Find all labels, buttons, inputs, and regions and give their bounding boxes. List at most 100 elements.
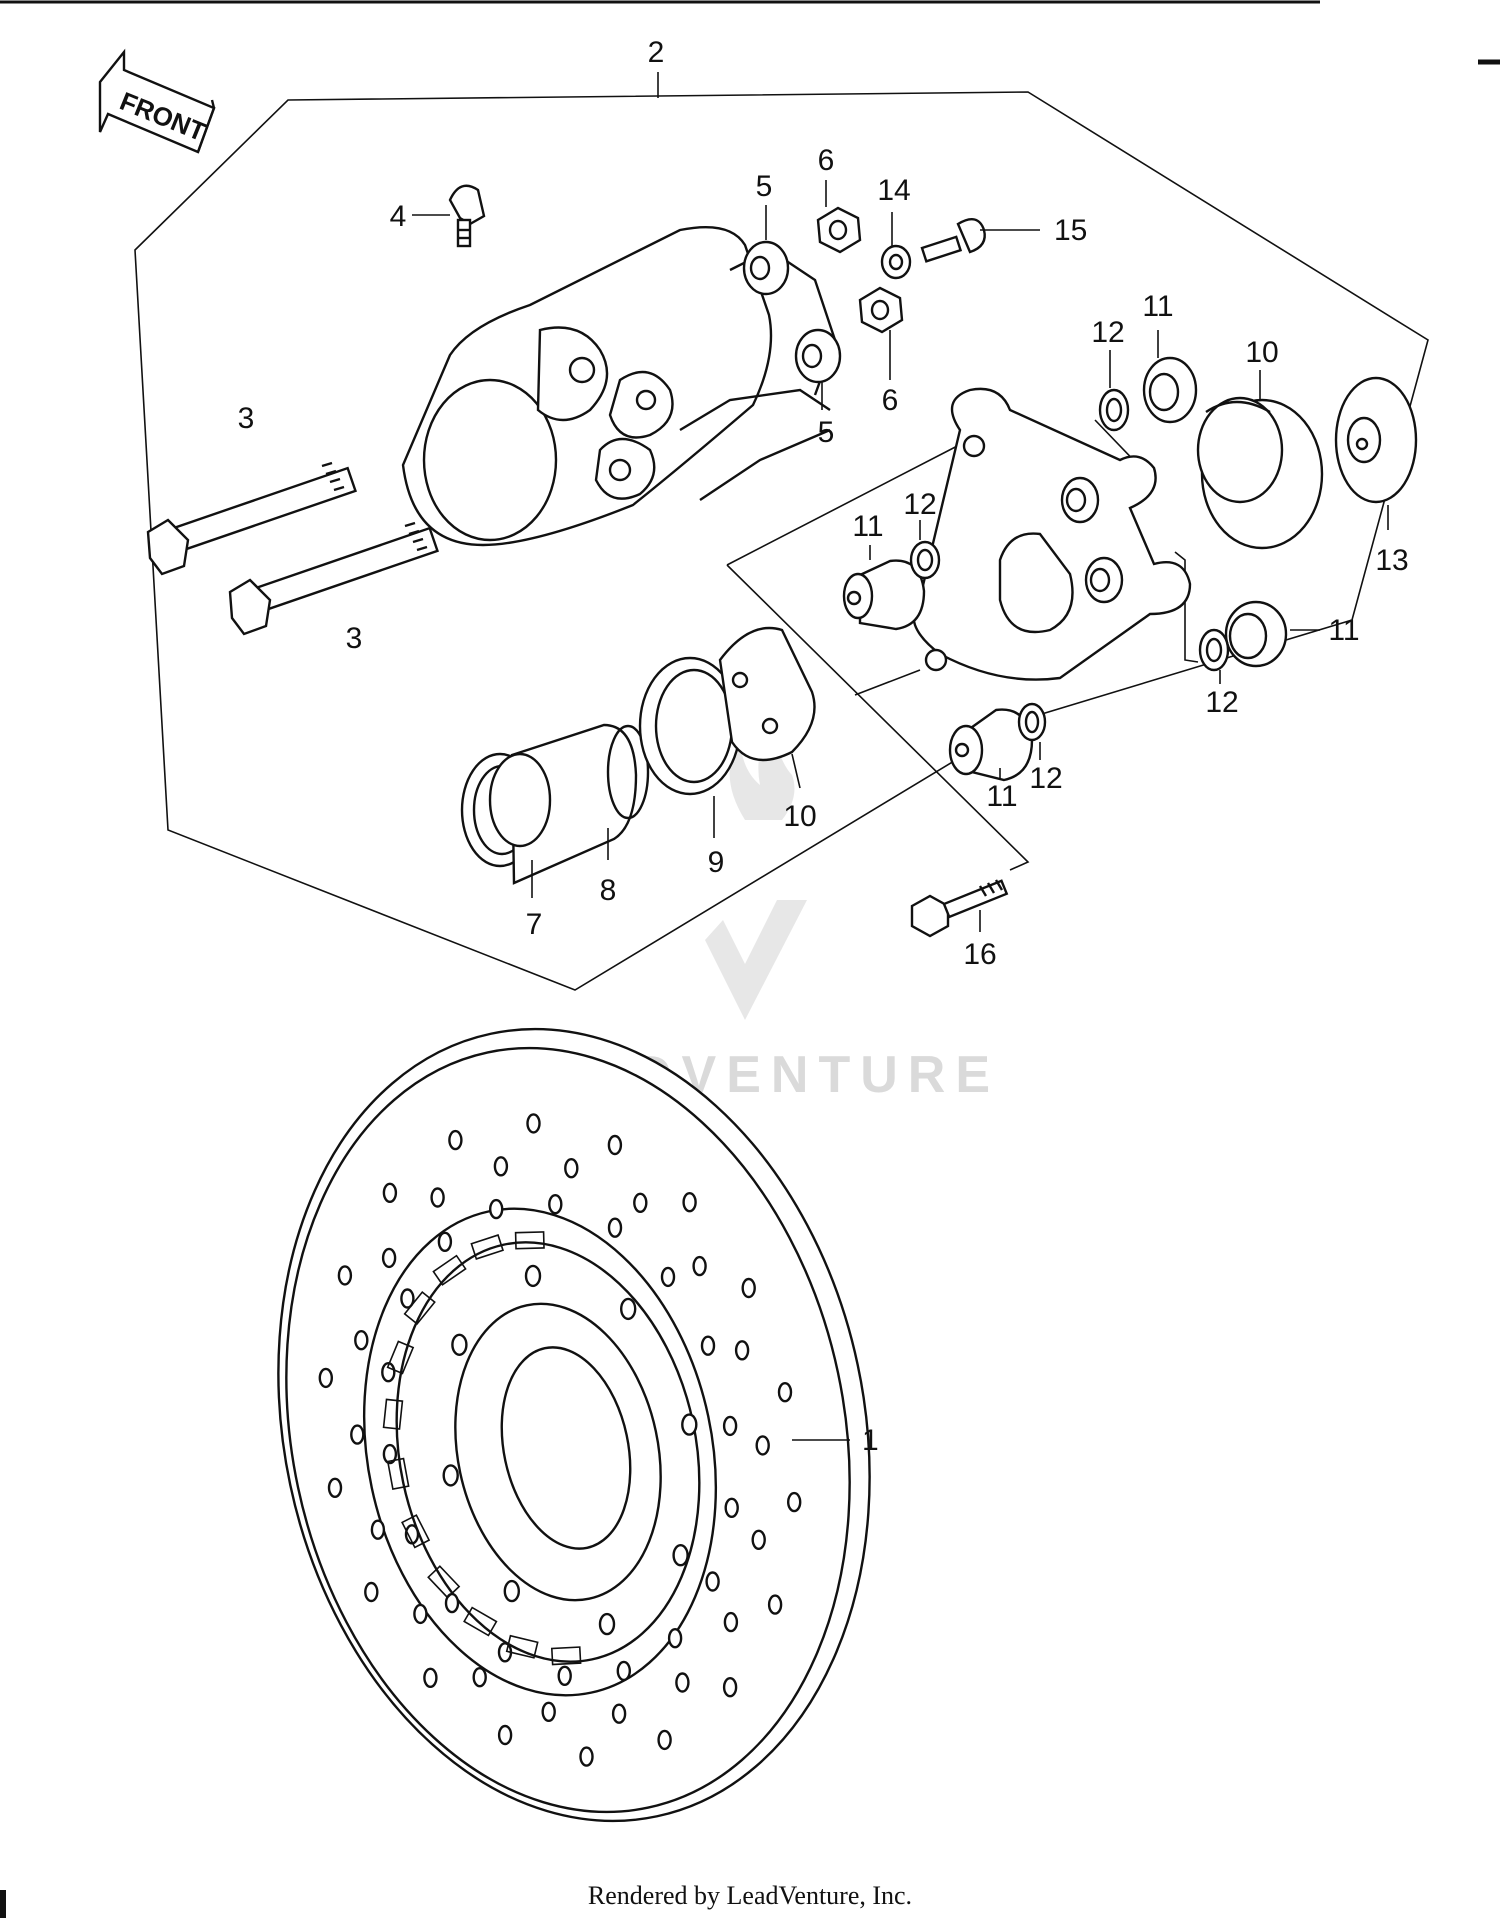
callout-10-upper: 10 (1245, 336, 1278, 369)
disc-drill-hole (382, 1182, 398, 1204)
disc-carrier-window (403, 1290, 436, 1326)
callout-12-bottom: 12 (1029, 762, 1062, 795)
brake-pad-10-right (1196, 396, 1324, 550)
nut-6-upper (816, 206, 862, 254)
disc-drill-hole (700, 1335, 716, 1356)
disc-drill-hole (741, 1277, 756, 1299)
callout-9: 9 (708, 846, 725, 879)
disc-drill-hole (318, 1367, 333, 1389)
disc-drill-hole (489, 1198, 504, 1220)
washer-12-top (1098, 388, 1130, 432)
disc-drill-hole (472, 1666, 487, 1688)
disc-bolt-hole (681, 1413, 698, 1436)
caliper-mounting-bolt-upper (146, 461, 357, 576)
disc-carrier-window (386, 1340, 415, 1375)
disc-drill-hole (692, 1255, 707, 1277)
disc-bolt-hole (503, 1579, 520, 1603)
callout-16: 16 (963, 938, 996, 971)
washer-12-bottom (1017, 702, 1047, 742)
bracket-group-line-5 (854, 669, 921, 696)
disc-bolt-hole (524, 1264, 542, 1288)
disc-bolt-hole (598, 1612, 616, 1636)
callout-11-top: 11 (1142, 290, 1173, 323)
callout-11-left: 11 (852, 510, 883, 543)
disc-bolt-hole (620, 1297, 637, 1321)
disc-drill-hole (350, 1424, 365, 1445)
callout-5-lower: 5 (818, 416, 835, 449)
disc-carrier-window (550, 1646, 582, 1666)
callout-6-upper: 6 (818, 144, 835, 177)
disc-drill-hole (705, 1571, 720, 1592)
disc-carrier-window (427, 1565, 461, 1599)
sleeve-11-right (1224, 600, 1288, 668)
disc-drill-hole (682, 1191, 697, 1213)
bracket-group-line-2 (726, 564, 1030, 871)
disc-drill-hole (437, 1231, 453, 1253)
callout-14: 14 (877, 174, 910, 207)
disc-drill-hole (370, 1519, 386, 1540)
washer-5-lower (794, 328, 842, 384)
disc-carrier-window (386, 1457, 410, 1490)
nut-6-lower (858, 286, 904, 334)
callout-12-right: 12 (1205, 686, 1238, 719)
disc-carrier-window (514, 1231, 545, 1250)
disc-drill-hole (526, 1113, 541, 1134)
caliper-mounting-bolt-lower (228, 521, 439, 636)
disc-drill-hole (777, 1381, 793, 1403)
brake-pad-10-left (718, 626, 816, 762)
disc-drill-hole (723, 1611, 739, 1633)
callout-12-top: 12 (1091, 316, 1124, 349)
disc-drill-hole (327, 1477, 343, 1499)
disc-drill-hole (430, 1187, 445, 1208)
disc-drill-hole (633, 1192, 648, 1214)
callout-11-right: 11 (1328, 614, 1359, 647)
callout-10-lower: 10 (783, 800, 816, 833)
disc-drill-hole (657, 1729, 672, 1751)
callout-15: 15 (1054, 214, 1087, 247)
disc-carrier-window (432, 1254, 467, 1286)
disc-drill-hole (724, 1497, 739, 1519)
piston-seal-9 (638, 656, 742, 796)
disc-drill-hole (755, 1435, 770, 1456)
disc-drill-hole (607, 1134, 623, 1156)
callout-7: 7 (526, 908, 543, 941)
disc-drill-hole (734, 1340, 750, 1361)
callout-8: 8 (600, 874, 617, 907)
disc-drill-hole (767, 1594, 783, 1615)
disc-drill-hole (381, 1247, 397, 1269)
callout-6-lower: 6 (882, 384, 899, 417)
disc-carrier-window (470, 1234, 504, 1260)
disc-drill-hole (675, 1672, 690, 1693)
washer-12-left (909, 540, 941, 580)
callout-12-left: 12 (903, 488, 936, 521)
disc-drill-hole (787, 1491, 802, 1513)
disc-drill-hole (564, 1157, 579, 1179)
washer-5-upper (742, 240, 790, 296)
caliper-bracket (912, 387, 1192, 681)
disc-drill-hole (354, 1329, 369, 1351)
disc-drill-hole (660, 1266, 676, 1288)
callout-2: 2 (648, 36, 665, 69)
callout-1: 1 (862, 1424, 879, 1457)
disc-drill-hole (722, 1415, 738, 1437)
disc-bolt-hole (672, 1543, 689, 1567)
disc-drill-hole (722, 1676, 738, 1698)
disc-drill-hole (497, 1724, 513, 1746)
sleeve-11-top (1142, 356, 1198, 424)
lock-washer-14 (880, 244, 912, 280)
disc-drill-hole (557, 1665, 572, 1687)
disc-carrier-window (401, 1514, 431, 1549)
callout-3-lower: 3 (346, 622, 363, 655)
disc-bolt-hole (442, 1464, 459, 1487)
shim-13 (1334, 376, 1418, 504)
brake-disc (277, 1027, 871, 1823)
disc-drill-hole (382, 1443, 398, 1465)
callout-4: 4 (390, 200, 407, 233)
disc-drill-hole (493, 1156, 509, 1177)
disc-bolt-hole (451, 1333, 468, 1357)
callout-3-upper: 3 (238, 402, 255, 435)
bleeder-valve (412, 184, 486, 248)
disc-drill-hole (607, 1217, 623, 1238)
bracket-group-line-4 (1174, 551, 1199, 663)
